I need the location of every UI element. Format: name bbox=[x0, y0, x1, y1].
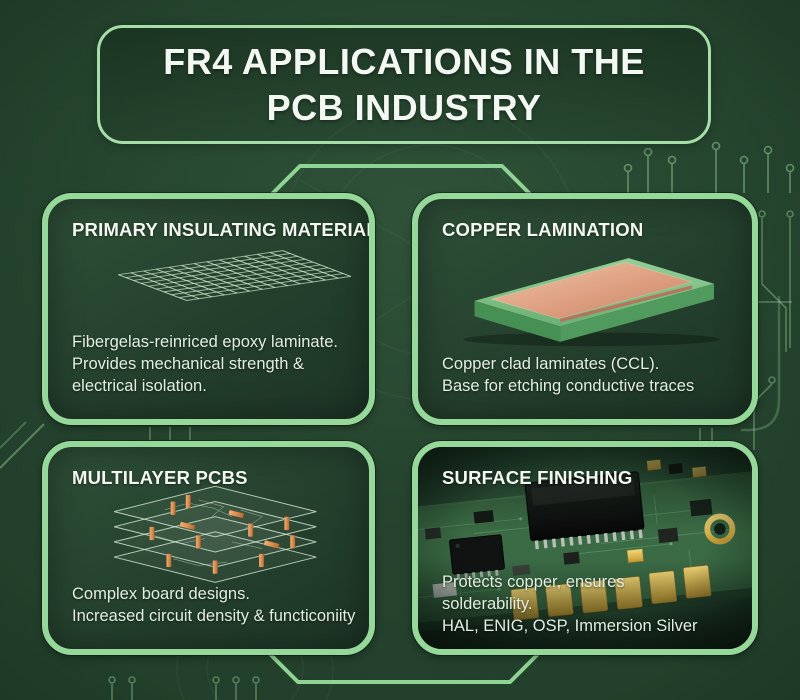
card-multilayer-pcbs: MULTILAYER PCBS bbox=[42, 441, 375, 655]
card-body: Complex board designs. Increased circuit… bbox=[72, 583, 355, 627]
card-body-line: Base for etching conductive traces bbox=[442, 377, 695, 395]
left-trace-decoration bbox=[0, 421, 45, 469]
card-body: Fibergelas-reinriced epoxy laminate. Pro… bbox=[72, 331, 355, 397]
card-body: Protects copper, ensures solderability. … bbox=[442, 571, 698, 637]
card-heading: COPPER LAMINATION bbox=[442, 219, 644, 240]
card-body-line: Fibergelas-reinriced epoxy laminate. bbox=[72, 333, 338, 351]
connector-bracket-top bbox=[270, 164, 532, 196]
card-heading: MULTILAYER PCBS bbox=[72, 467, 248, 488]
card-copper-lamination: COPPER LAMINATION bbox=[412, 193, 758, 425]
poster-title-line2: PCB INDUSTRY bbox=[266, 86, 542, 128]
card-body-line: Complex board designs. bbox=[72, 585, 250, 603]
echo-outline-decoration bbox=[741, 296, 781, 432]
card-body-line: electrical isolation. bbox=[72, 377, 207, 395]
card-heading: SURFACE FINISHING bbox=[442, 467, 633, 488]
pcb-photo-illustration bbox=[418, 447, 752, 649]
card-body-line: Copper clad laminates (CCL). bbox=[442, 355, 660, 373]
card-surface-finishing: SURFACE FINISHING Protects copper, ensur… bbox=[412, 441, 758, 655]
via-stub-decoration bbox=[623, 141, 795, 193]
card-heading: PRIMARY INSULATING MATERIAL bbox=[72, 219, 375, 240]
card-body-line: Provides mechanical strength & bbox=[72, 355, 305, 373]
card-primary-insulating-material: PRIMARY INSULATING MATERIAL Fibergelas-r… bbox=[42, 193, 375, 425]
title-box: FR4 APPLICATIONS IN THE PCB INDUSTRY bbox=[97, 25, 711, 144]
poster-title-line1: FR4 APPLICATIONS IN THE bbox=[163, 40, 645, 82]
multilayer-stack-illustration bbox=[72, 486, 355, 583]
copper-laminate-illustration bbox=[442, 243, 738, 351]
card-body-line: solderability. bbox=[442, 595, 533, 613]
connector-bracket-bottom bbox=[268, 652, 540, 684]
card-body: Copper clad laminates (CCL). Base for et… bbox=[442, 353, 738, 397]
fiberglass-mesh-illustration bbox=[72, 243, 355, 329]
card-body-line: Increased circuit density & functiconiit… bbox=[72, 607, 356, 625]
card-body-line: HAL, ENIG, OSP, Immersion Silver bbox=[442, 617, 698, 635]
connector-brackets bbox=[268, 164, 540, 684]
card-body-line: Protects copper, ensures bbox=[442, 573, 625, 591]
